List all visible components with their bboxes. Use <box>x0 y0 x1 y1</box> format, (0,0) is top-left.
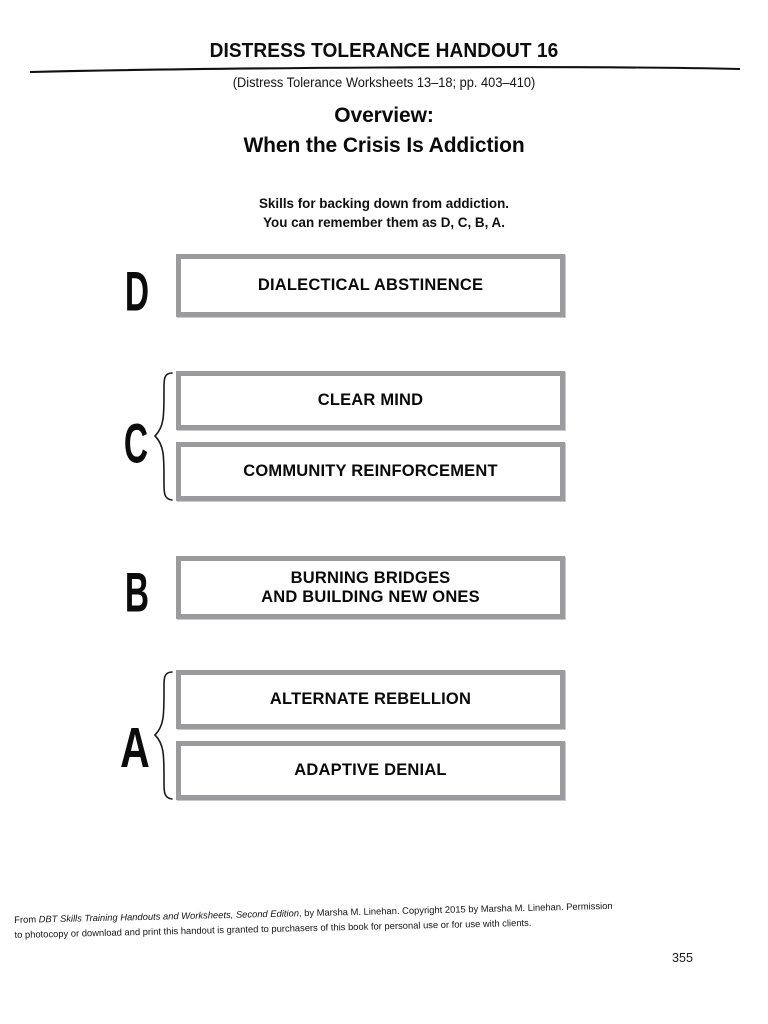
handout-title: DISTRESS TOLERANCE HANDOUT 16 <box>209 39 559 62</box>
group-a-brace <box>153 671 173 800</box>
skill-box-community-reinforcement[interactable]: COMMUNITY REINFORCEMENT <box>176 442 565 501</box>
intro-note: Skills for backing down from addiction. … <box>0 194 768 233</box>
handout-subtitle: (Distress Tolerance Worksheets 13–18; pp… <box>232 74 536 90</box>
skill-label: ALTERNATE REBELLION <box>269 690 472 709</box>
skill-label: DIALECTICAL ABSTINENCE <box>257 276 484 295</box>
overview-line-1: Overview: <box>334 104 434 127</box>
skill-box-adaptive-denial[interactable]: ADAPTIVE DENIAL <box>176 741 565 800</box>
skill-label: ADAPTIVE DENIAL <box>294 761 447 780</box>
header-divider-line <box>29 65 741 73</box>
copyright-footer: From DBT Skills Training Handouts and Wo… <box>14 896 715 943</box>
copyright-prefix: From <box>14 913 39 925</box>
overview-heading: Overview: When the Crisis Is Addiction <box>0 101 768 161</box>
group-c-boxes: CLEAR MIND COMMUNITY REINFORCEMENT <box>176 371 565 501</box>
group-letter-b: B <box>124 562 150 624</box>
page-number: 355 <box>672 951 694 965</box>
group-letter-a: A <box>120 716 150 780</box>
skill-box-burning-bridges[interactable]: BURNING BRIDGES AND BUILDING NEW ONES <box>176 556 565 619</box>
skill-label: CLEAR MIND <box>317 391 424 410</box>
group-letter-d: D <box>124 261 150 323</box>
group-c-brace <box>153 372 173 501</box>
overview-line-2: When the Crisis Is Addiction <box>243 133 525 157</box>
intro-line-2: You can remember them as D, C, B, A. <box>263 215 505 231</box>
skill-label: BURNING BRIDGES AND BUILDING NEW ONES <box>255 569 486 606</box>
intro-line-1: Skills for backing down from addiction. <box>259 196 509 211</box>
skill-box-clear-mind[interactable]: CLEAR MIND <box>176 371 565 430</box>
skill-box-dialectical-abstinence[interactable]: DIALECTICAL ABSTINENCE <box>176 254 565 317</box>
group-letter-c: C <box>123 413 149 475</box>
header-rule <box>0 64 768 73</box>
group-a-boxes: ALTERNATE REBELLION ADAPTIVE DENIAL <box>176 670 565 800</box>
skill-label: COMMUNITY REINFORCEMENT <box>243 462 498 481</box>
group-d-boxes: DIALECTICAL ABSTINENCE <box>176 254 565 317</box>
skill-label-line-2: AND BUILDING NEW ONES <box>261 587 480 606</box>
page-header: DISTRESS TOLERANCE HANDOUT 16 (Distress … <box>0 40 768 91</box>
skill-box-alternate-rebellion[interactable]: ALTERNATE REBELLION <box>176 670 565 729</box>
skill-label-line-1: BURNING BRIDGES <box>290 569 451 588</box>
group-b-boxes: BURNING BRIDGES AND BUILDING NEW ONES <box>176 556 565 619</box>
